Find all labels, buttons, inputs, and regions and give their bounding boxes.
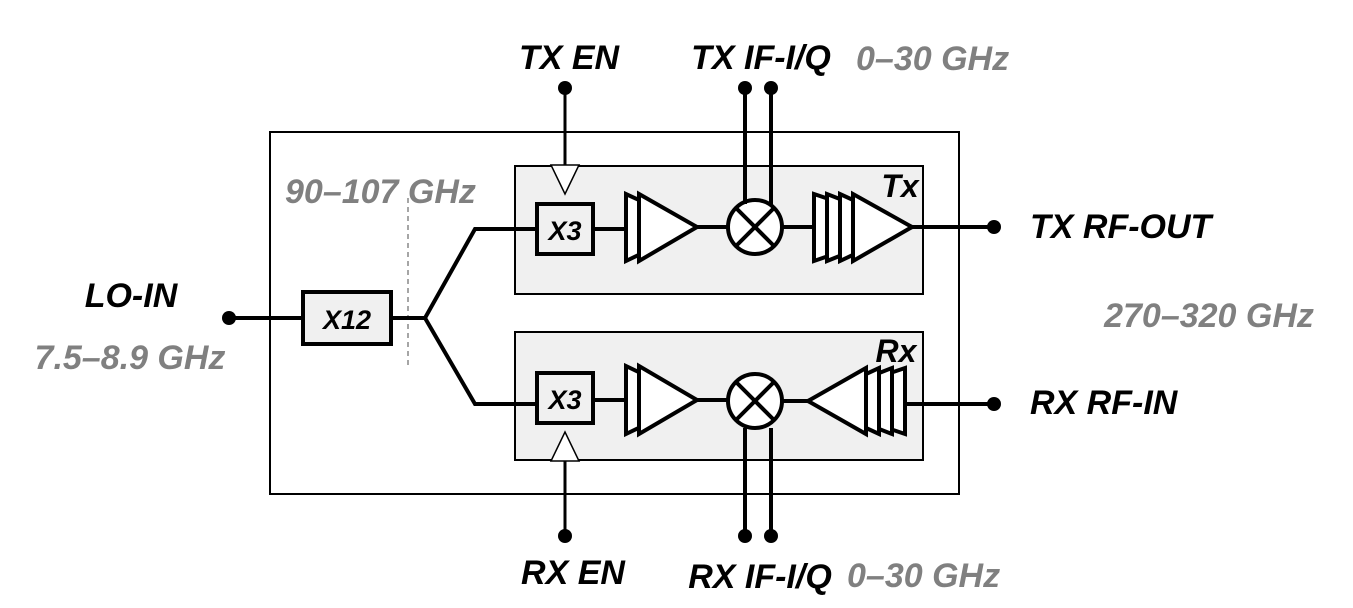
- lo-in-frequency-label: 7.5–8.9 GHz: [35, 339, 226, 377]
- tx-x3-label: X3: [546, 216, 581, 246]
- tx-power-amplifier: [812, 190, 919, 265]
- rx-en-arrow: [549, 430, 581, 462]
- rx-lo-wire: [423, 316, 537, 406]
- rx-en-label: RX EN: [521, 554, 626, 592]
- rx-low-noise-amplifier: [801, 364, 907, 438]
- rx-rf-in-terminal: [987, 397, 1001, 411]
- tx-if-label: TX IF-I/Q: [691, 39, 831, 77]
- rx-rf-in-label: RX RF-IN: [1030, 384, 1179, 422]
- lo-in-label: LO-IN: [85, 277, 179, 315]
- tx-driver-amplifier: [624, 190, 702, 265]
- rx-mixer: [726, 372, 784, 430]
- rx-x3-multiplier: [535, 371, 595, 425]
- tx-mixer: [726, 198, 784, 256]
- rx-channel-tag: Rx: [876, 333, 918, 369]
- tx-x3-multiplier: [535, 202, 595, 256]
- x12-label: X12: [321, 305, 371, 335]
- tx-en-label: TX EN: [519, 39, 621, 77]
- tx-if-frequency-label: 0–30 GHz: [856, 40, 1009, 78]
- rf-frequency-label: 270–320 GHz: [1103, 297, 1314, 335]
- tx-en-arrow: [549, 164, 581, 196]
- chip-outline: [269, 131, 960, 495]
- tx-lo-wire: [423, 227, 537, 319]
- tx-rf-out-terminal: [987, 220, 1001, 234]
- rx-if-q-terminal: [764, 529, 778, 543]
- rx-if-i-terminal: [738, 529, 752, 543]
- rx-x3-label: X3: [546, 385, 581, 415]
- x12-multiplier: [301, 290, 393, 346]
- tx-channel-tag: Tx: [881, 168, 920, 204]
- rx-lo-amplifier: [624, 362, 702, 438]
- tx-rf-out-label: TX RF-OUT: [1030, 208, 1215, 246]
- multiplied-lo-frequency-label: 90–107 GHz: [285, 173, 476, 211]
- rx-if-label: RX IF-I/Q: [688, 558, 832, 596]
- rx-if-frequency-label: 0–30 GHz: [847, 557, 1000, 595]
